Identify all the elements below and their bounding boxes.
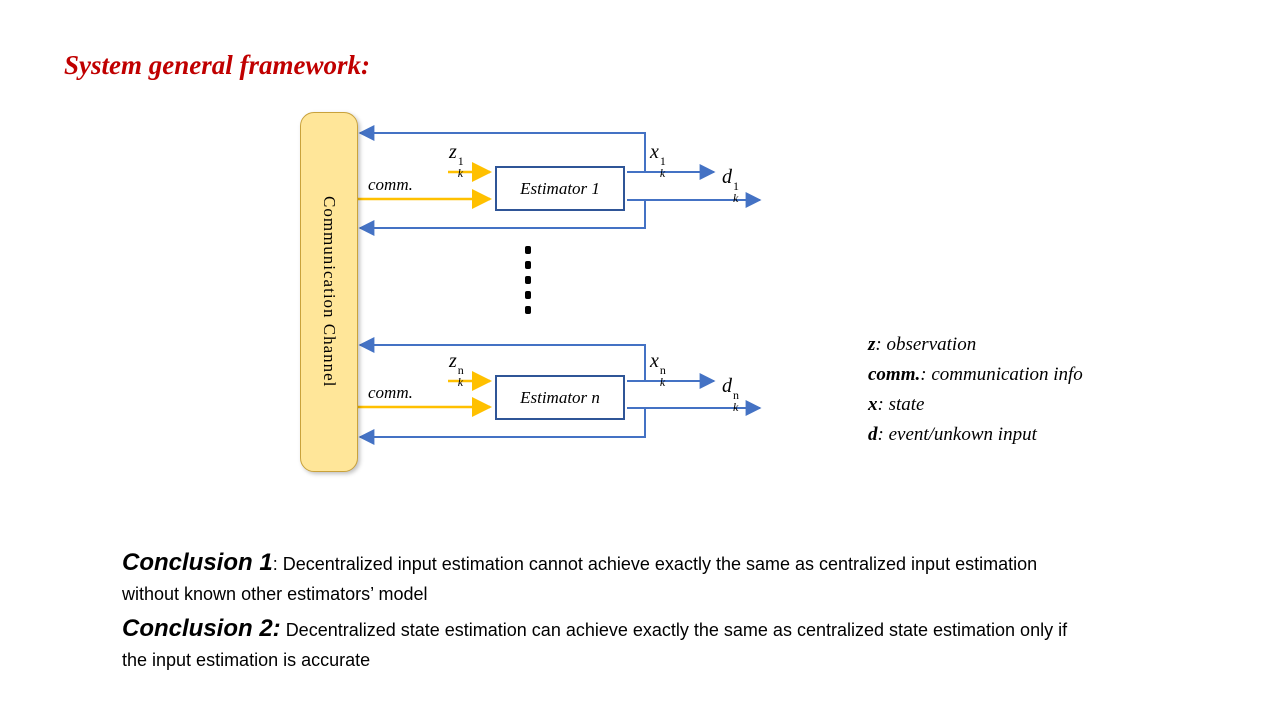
legend-item-x: x: state — [868, 390, 1083, 420]
legend-rest: : state — [877, 394, 925, 415]
legend-item-d: d: event/unkown input — [868, 420, 1083, 450]
legend-term: z — [868, 334, 876, 355]
conclusion-2: Conclusion 2: Decentralized state estima… — [122, 611, 1072, 674]
legend-item-comm: comm.: communication info — [868, 360, 1083, 390]
legend-rest: : event/unkown input — [877, 424, 1037, 445]
legend: z: observation comm.: communication info… — [868, 330, 1083, 450]
legend-rest: : communication info — [920, 364, 1083, 385]
legend-item-z: z: observation — [868, 330, 1083, 360]
conclusion-1-text: Decentralized input estimation cannot ac… — [122, 554, 1038, 604]
conclusion-1-sep: : — [272, 554, 283, 574]
conclusion-1-label: Conclusion 1 — [122, 549, 273, 576]
legend-term: x — [868, 394, 878, 415]
estimator-n-box: Estimator n — [495, 375, 625, 420]
commn-label: comm. — [368, 383, 413, 402]
legend-term: d — [868, 424, 878, 445]
slide-title: System general framework: — [64, 50, 370, 80]
comm1-label: comm. — [368, 175, 413, 194]
vertical-ellipsis-icon — [525, 246, 531, 314]
conclusion-1: Conclusion 1: Decentralized input estima… — [122, 545, 1072, 608]
conclusion-2-label: Conclusion 2: — [122, 615, 281, 642]
legend-term: comm. — [868, 364, 921, 385]
conclusion-2-text: Decentralized state estimation can achie… — [122, 620, 1068, 670]
conclusions: Conclusion 1: Decentralized input estima… — [122, 545, 1072, 677]
communication-channel-box: Communication Channel — [300, 112, 358, 472]
communication-channel-label: Communication Channel — [320, 196, 339, 388]
estimator-1-label: Estimator 1 — [520, 178, 600, 198]
legend-rest: : observation — [875, 334, 977, 355]
estimator-n-label: Estimator n — [520, 387, 600, 407]
estimator-1-box: Estimator 1 — [495, 166, 625, 211]
